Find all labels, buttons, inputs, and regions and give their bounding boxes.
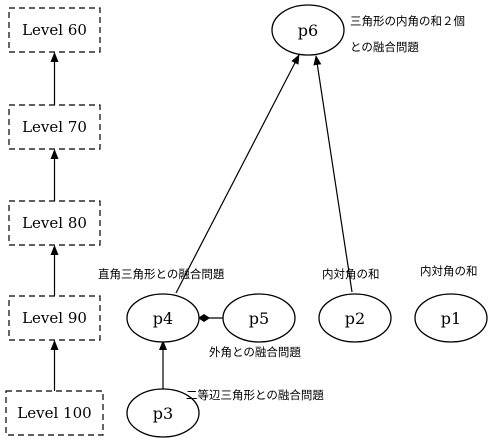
node-label: p1 [441, 309, 461, 328]
edge-p2-p6 [313, 55, 353, 293]
node-p4: p4 [126, 293, 200, 343]
level-box-90: Level 90 [8, 295, 101, 341]
node-label: p5 [249, 309, 269, 328]
node-p1: p1 [414, 293, 488, 343]
annotation-p2: 内対角の和 [322, 267, 380, 281]
annotation-p6-line1: 三角形の内角の和２個 [350, 14, 465, 28]
level-label: Level 100 [17, 404, 91, 422]
annotation-p6-line2: との融合問題 [350, 40, 419, 54]
node-label: p3 [153, 404, 173, 423]
edge-p4-p6 [175, 54, 300, 294]
level-box-80: Level 80 [8, 200, 101, 246]
level-label: Level 80 [22, 214, 87, 232]
node-p2: p2 [318, 293, 392, 343]
node-label: p4 [153, 309, 173, 328]
annotation-p1: 内対角の和 [420, 264, 478, 278]
level-box-60: Level 60 [8, 7, 101, 53]
annotation-p3: 二等辺三角形との融合問題 [186, 388, 324, 402]
node-p5: p5 [222, 293, 296, 343]
level-label: Level 90 [22, 309, 87, 327]
annotation-p4: 直角三角形との融合問題 [98, 267, 225, 281]
level-box-100: Level 100 [5, 390, 104, 436]
annotation-p5: 外角との融合問題 [209, 345, 301, 359]
level-label: Level 70 [22, 118, 87, 136]
level-label: Level 60 [22, 21, 87, 39]
node-label: p2 [345, 309, 365, 328]
level-box-70: Level 70 [8, 104, 101, 150]
node-p6: p6 [271, 4, 345, 56]
node-label: p6 [298, 21, 318, 40]
node-p3: p3 [126, 388, 200, 438]
